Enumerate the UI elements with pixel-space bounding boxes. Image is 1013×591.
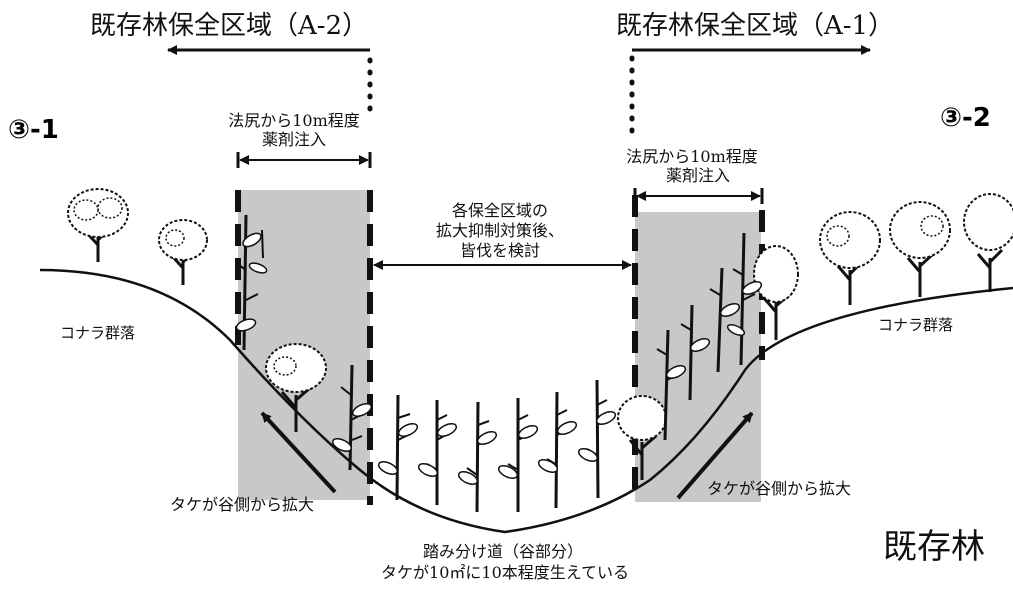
tree-icon: [265, 343, 327, 432]
right-vegetation-label: コナラ群落: [878, 316, 953, 334]
tree-icon: [67, 188, 129, 262]
right-spread-label: タケが谷側から拡大: [707, 479, 851, 498]
right-section-id: ③-2: [940, 103, 991, 133]
left-spread-arrow: [260, 411, 337, 494]
ground-profile: [39, 268, 1013, 534]
center-note-line1: 各保全区域の: [452, 201, 548, 220]
right-zone-title: 既存林保全区域（A-1）: [616, 11, 894, 41]
bamboo-leaves: [235, 232, 763, 485]
right-injection-line2: 薬剤注入: [666, 166, 730, 185]
left-injection-line1: 法尻から10m程度: [228, 111, 360, 130]
left-zone-title: 既存林保全区域（A-2）: [90, 11, 368, 41]
left-spread-label: タケが谷側から拡大: [170, 495, 314, 514]
bottom-right-zone-title: 既存林: [883, 527, 985, 567]
valley-path-line1: 踏み分け道（谷部分）: [423, 542, 583, 561]
left-section-id: ③-1: [8, 115, 59, 145]
center-note-line2: 拡大抑制対策後、: [436, 221, 564, 240]
tree-icon: [889, 201, 951, 297]
tree-icon: [963, 193, 1013, 292]
tree-icon: [753, 245, 799, 340]
left-vegetation-label: コナラ群落: [60, 324, 135, 342]
right-spread-arrow: [676, 411, 754, 500]
left-injection-line2: 薬剤注入: [262, 130, 326, 149]
valley-path-line2: タケが10㎡に10本程度生えている: [381, 563, 629, 582]
tree-icon: [819, 211, 881, 305]
right-injection-line1: 法尻から10m程度: [626, 147, 758, 166]
center-note-line3: 皆伐を検討: [460, 241, 540, 260]
tree-icon: [158, 219, 208, 285]
